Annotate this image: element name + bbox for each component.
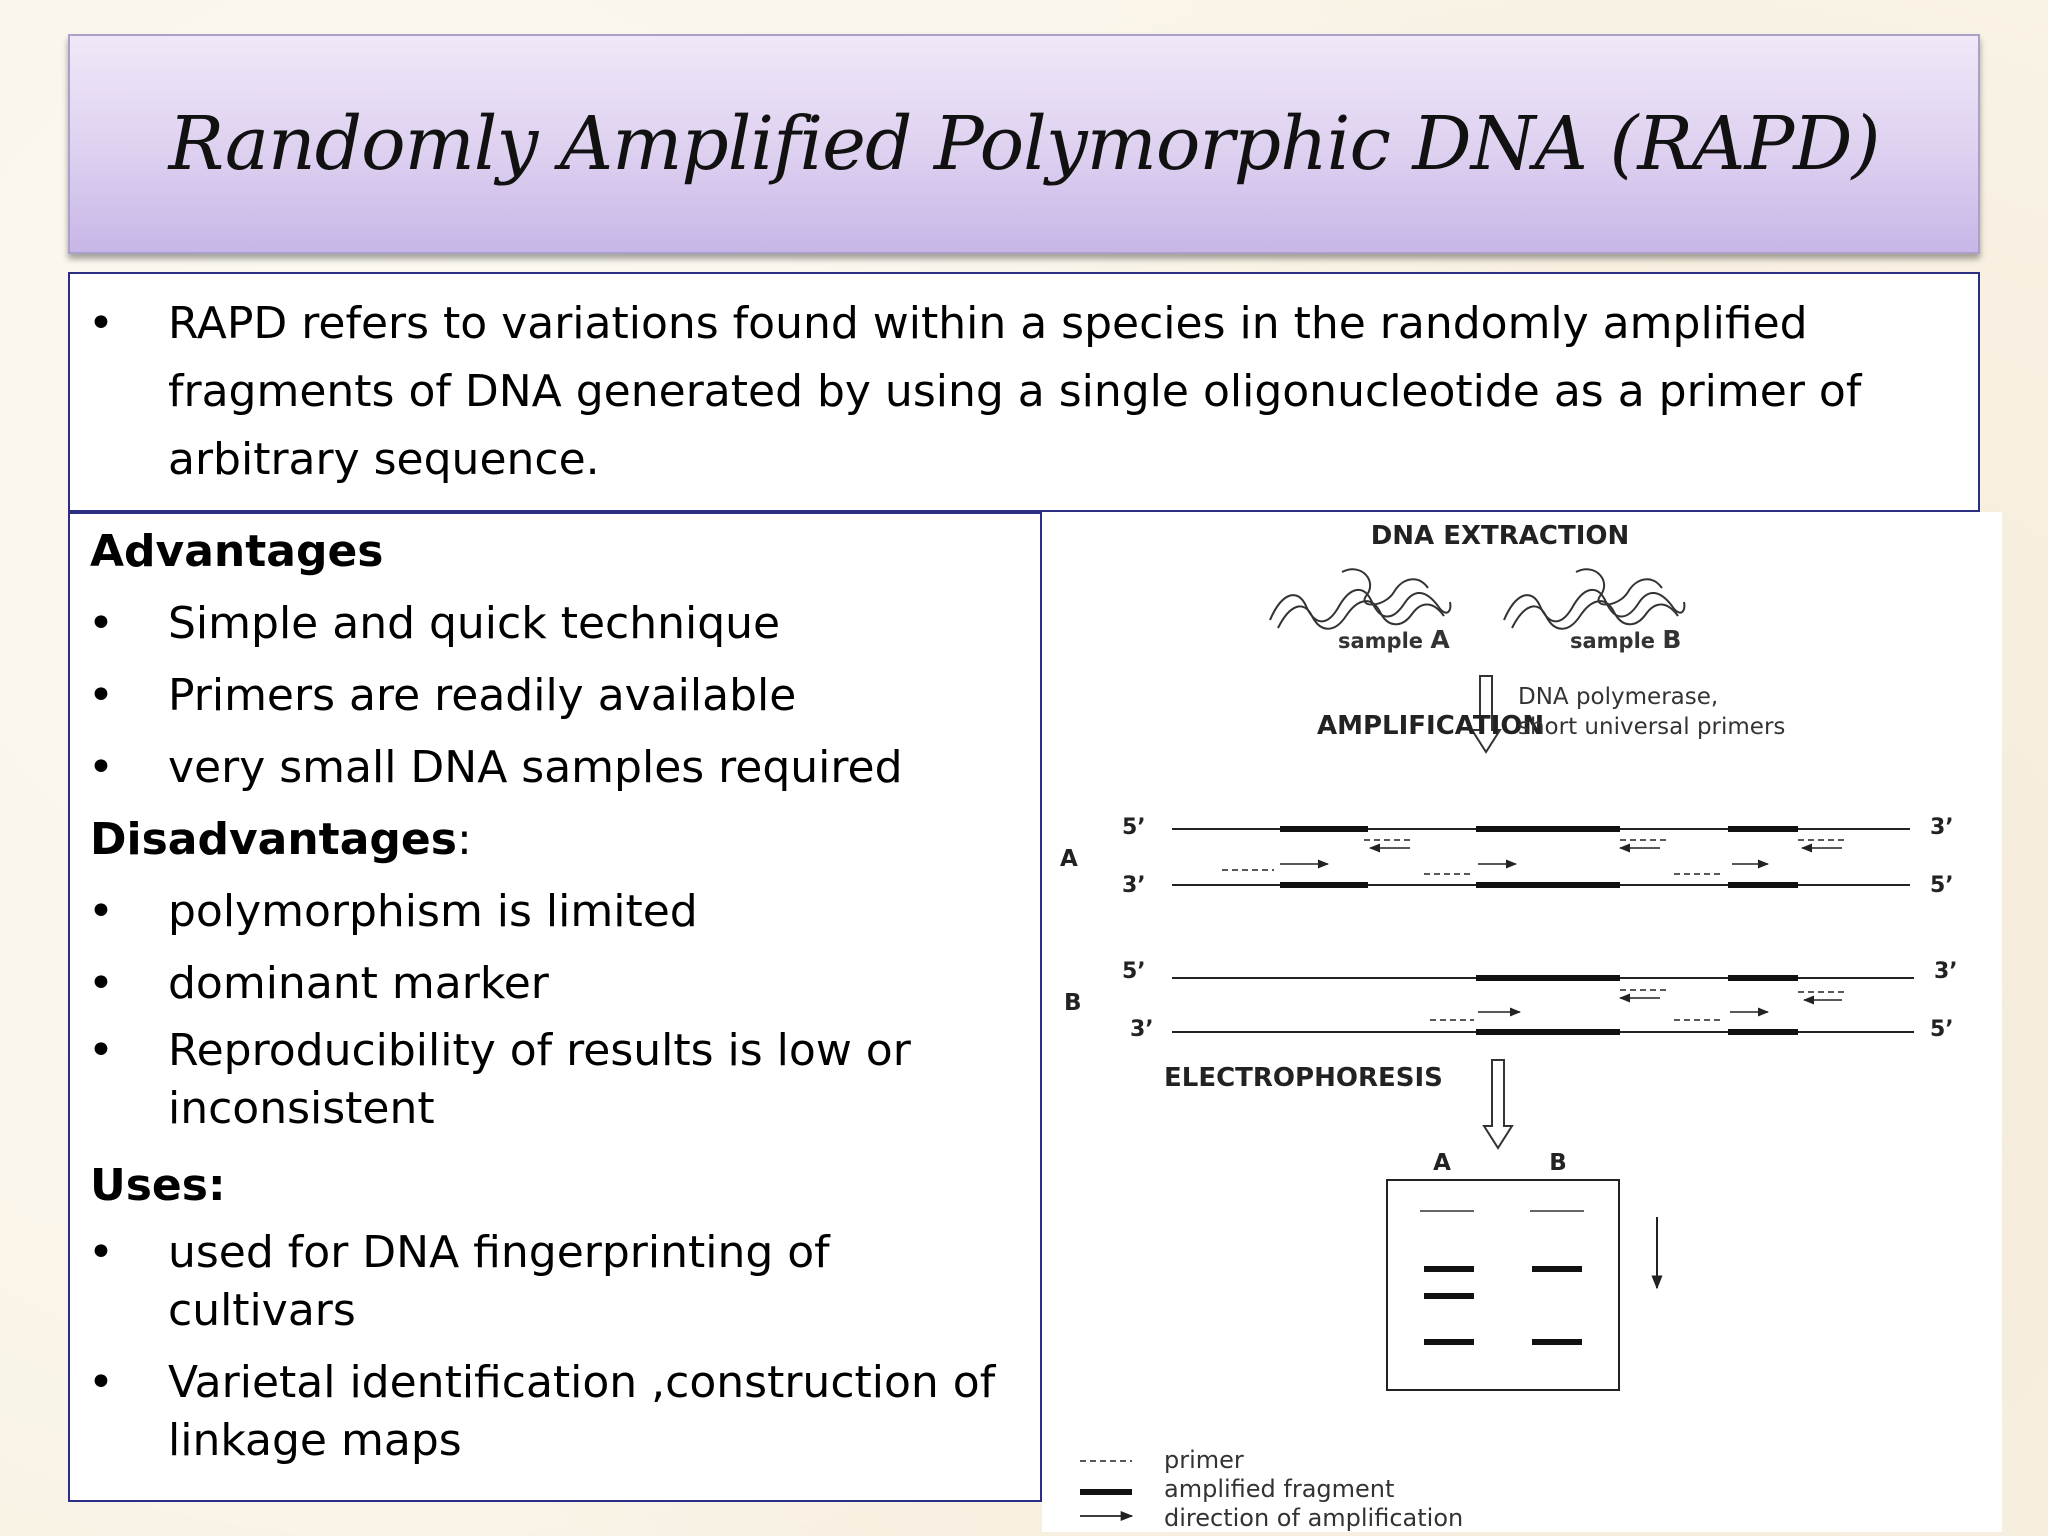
- bullet-icon: •: [88, 886, 114, 937]
- gel-box: [1386, 1179, 1620, 1391]
- row-b-strands: [1172, 975, 1914, 1035]
- uses-heading: Uses:: [90, 1160, 226, 1211]
- bullet-icon: •: [88, 742, 114, 793]
- row-a-top-5-prime: 5’: [1122, 815, 1146, 840]
- bullet-icon: •: [88, 670, 114, 721]
- gel-lane-b-label: B: [1549, 1150, 1567, 1176]
- slide-title: Randomly Amplified Polymorphic DNA (RAPD…: [168, 101, 1881, 187]
- gel-bands: [1420, 1210, 1584, 1345]
- amplification-label: AMPLIFICATION: [1317, 711, 1544, 741]
- rapd-diagram-svg: DNA EXTRACTION sample A sample B AMPLIFI…: [1042, 512, 2002, 1532]
- sample-b-dna-icon: [1503, 568, 1686, 630]
- legend-fragment-label: amplified fragment: [1164, 1475, 1394, 1503]
- disadvantages-heading: Disadvantages:: [90, 814, 472, 865]
- definition-box: • RAPD refers to variations found within…: [68, 272, 1980, 512]
- row-a-strands: [1172, 826, 1910, 888]
- row-b-top-3-prime: 3’: [1934, 959, 1958, 984]
- rapd-diagram: DNA EXTRACTION sample A sample B AMPLIFI…: [1042, 512, 2002, 1532]
- row-b-label: B: [1064, 990, 1082, 1016]
- advantage-text: Simple and quick technique: [168, 598, 781, 649]
- bullet-icon: •: [88, 958, 114, 1009]
- legend-direction-label: direction of amplification: [1164, 1504, 1463, 1532]
- bullet-icon: •: [88, 1227, 114, 1278]
- bullet-icon: •: [88, 298, 114, 349]
- disadvantage-text: polymorphism is limited: [168, 886, 698, 937]
- advantage-text: Primers are readily available: [168, 670, 797, 721]
- details-box: Advantages • Simple and quick technique …: [68, 512, 1042, 1502]
- disadvantage-text: dominant marker: [168, 958, 549, 1009]
- sample-a-label: sample A: [1338, 625, 1450, 654]
- row-a-top-3-prime: 3’: [1930, 815, 1954, 840]
- row-b-bottom-3-prime: 3’: [1130, 1017, 1154, 1042]
- sample-b-label: sample B: [1570, 625, 1681, 654]
- row-b-top-5-prime: 5’: [1122, 959, 1146, 984]
- bullet-icon: •: [88, 1025, 114, 1076]
- polymerase-line-1: DNA polymerase,: [1518, 684, 1718, 710]
- row-a-label: A: [1060, 846, 1078, 872]
- electrophoresis-label: ELECTROPHORESIS: [1164, 1063, 1443, 1093]
- gel-lane-a-label: A: [1433, 1150, 1451, 1176]
- bullet-icon: •: [88, 1357, 114, 1408]
- row-a-bottom-3-prime: 3’: [1122, 873, 1146, 898]
- bullet-icon: •: [88, 598, 114, 649]
- definition-text: RAPD refers to variations found within a…: [168, 298, 1862, 485]
- legend: primer amplified fragment direction of a…: [1080, 1446, 1463, 1532]
- use-text: used for DNA fingerprinting of cultivars: [168, 1227, 830, 1336]
- row-b-bottom-5-prime: 5’: [1930, 1017, 1954, 1042]
- sample-a-dna-icon: [1269, 568, 1452, 630]
- legend-primer-label: primer: [1164, 1446, 1244, 1474]
- row-a-bottom-5-prime: 5’: [1930, 873, 1954, 898]
- advantages-heading: Advantages: [90, 526, 384, 577]
- hollow-down-arrow-icon: [1470, 675, 1502, 754]
- dna-extraction-label: DNA EXTRACTION: [1371, 521, 1630, 551]
- advantage-text: very small DNA samples required: [168, 742, 903, 793]
- disadvantage-text: Reproducibility of results is low or inc…: [168, 1025, 911, 1134]
- polymerase-line-2: short universal primers: [1518, 714, 1785, 740]
- use-text: Varietal identification ,construction of…: [168, 1357, 996, 1466]
- hollow-down-arrow-icon: [1482, 1059, 1514, 1150]
- title-banner: Randomly Amplified Polymorphic DNA (RAPD…: [68, 34, 1980, 254]
